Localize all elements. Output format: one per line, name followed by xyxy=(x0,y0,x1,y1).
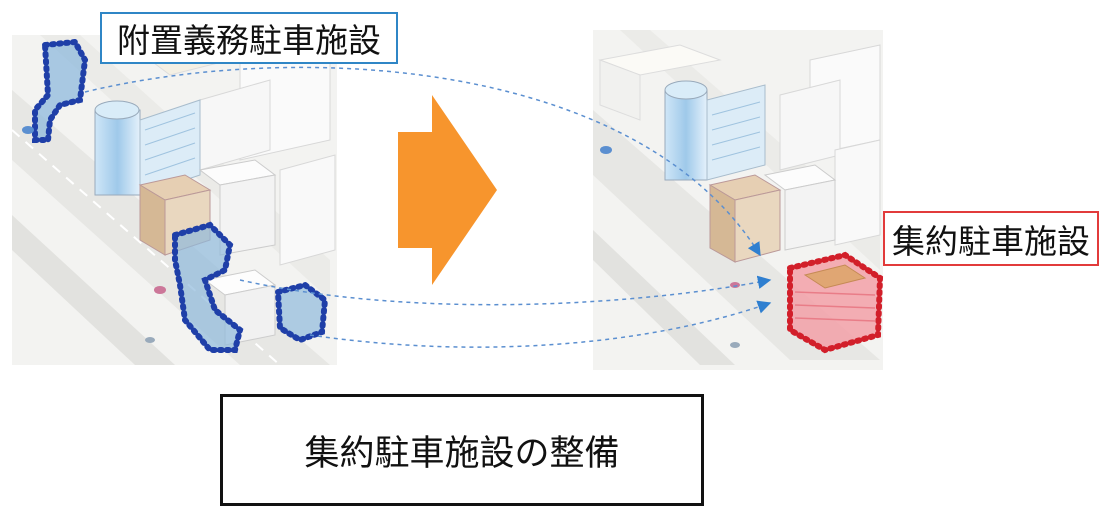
consolidated-parking-facility xyxy=(787,251,884,354)
caption-box: 集約駐車施設の整備 xyxy=(220,394,704,506)
label-attached-parking: 附置義務駐車施設 xyxy=(100,12,398,64)
relocation-flow-lines xyxy=(84,66,772,348)
transformation-arrow xyxy=(398,95,497,285)
before-city-illustration xyxy=(11,35,337,366)
flow-line-middle xyxy=(239,275,772,306)
flow-line-bottom xyxy=(309,300,772,348)
label-consolidated-parking: 集約駐車施設 xyxy=(883,211,1099,266)
caption-text: 集約駐車施設の整備 xyxy=(304,433,620,474)
existing-parking-structures xyxy=(32,38,329,353)
after-city-illustration xyxy=(593,30,884,370)
